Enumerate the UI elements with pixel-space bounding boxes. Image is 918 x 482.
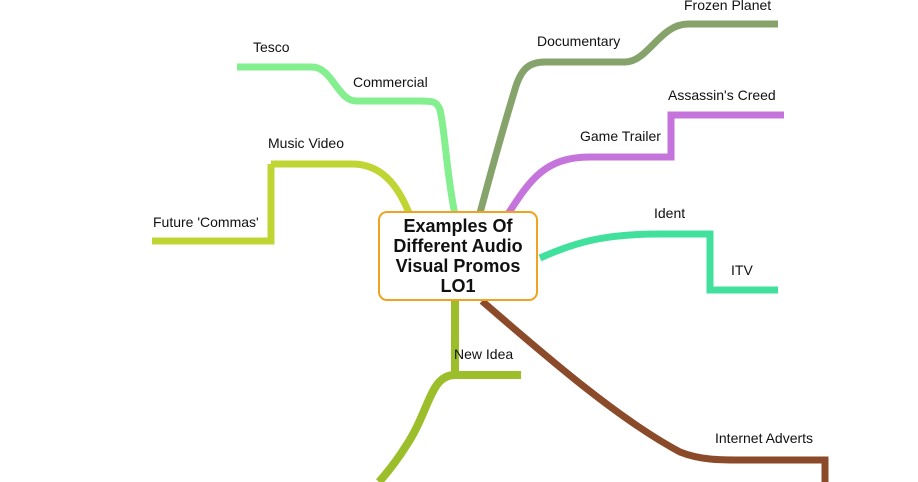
branch-commercial-line	[356, 97, 459, 216]
branch-ident-line	[538, 230, 708, 262]
label-future-commas: Future 'Commas'	[153, 214, 259, 230]
branch-new-idea-line	[451, 301, 521, 379]
label-game-trailer: Game Trailer	[580, 128, 661, 144]
branch-itv-line	[706, 230, 778, 294]
label-tesco: Tesco	[253, 39, 290, 55]
label-frozen-planet: Frozen Planet	[684, 0, 771, 13]
branch-tesco-line	[237, 63, 357, 105]
branch-new-idea-down-line	[375, 371, 456, 482]
branch-internet-adverts-line	[479, 298, 829, 482]
branch-documentary-line	[476, 58, 625, 214]
label-documentary: Documentary	[537, 33, 620, 49]
label-assassins-creed: Assassin's Creed	[668, 87, 776, 103]
branch-game-trailer-line	[505, 153, 668, 216]
central-topic-box[interactable]: Examples Of Different Audio Visual Promo…	[378, 211, 538, 301]
branch-assassins-creed-line	[667, 111, 784, 161]
central-topic-title: Examples Of Different Audio Visual Promo…	[393, 216, 523, 296]
branch-future-commas-line	[152, 164, 275, 245]
label-internet-adverts: Internet Adverts	[715, 430, 813, 446]
label-commercial: Commercial	[353, 74, 428, 90]
label-new-idea: New Idea	[454, 346, 513, 362]
label-ident: Ident	[654, 205, 685, 221]
branch-music-video-line	[271, 160, 413, 215]
label-itv: ITV	[731, 262, 753, 278]
branch-frozen-planet-line	[624, 20, 778, 66]
label-music-video: Music Video	[268, 135, 344, 151]
